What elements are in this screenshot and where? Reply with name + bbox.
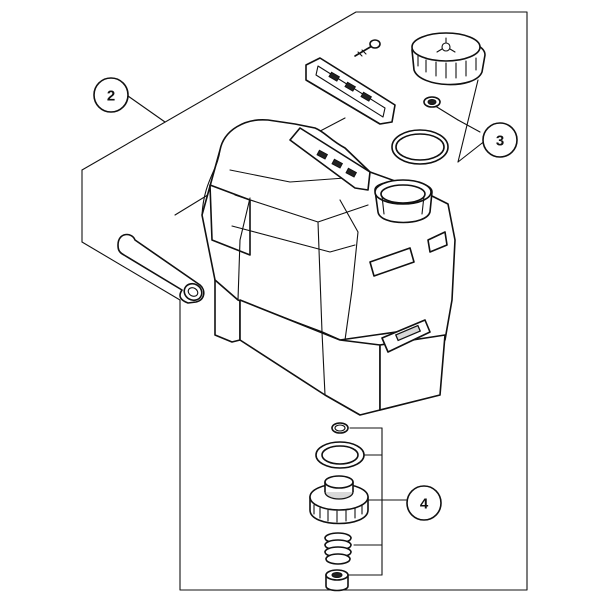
valve-spring <box>324 532 352 565</box>
callout-4: 4 <box>406 485 442 521</box>
callout-3-label: 3 <box>496 133 504 150</box>
cap-washer <box>423 96 441 108</box>
drain-seal-ring <box>315 441 365 469</box>
drain-o-ring <box>331 422 349 434</box>
callout-4-label: 4 <box>420 496 429 513</box>
assembly-frame <box>81 11 528 591</box>
callout-2-label: 2 <box>107 88 115 105</box>
water-tank <box>201 119 456 416</box>
carry-handle <box>305 57 396 125</box>
valve-plug <box>325 569 349 592</box>
hose <box>117 233 205 304</box>
callout-2: 2 <box>93 77 129 113</box>
tank-cap <box>411 32 486 86</box>
callout-3: 3 <box>482 122 518 158</box>
screw <box>354 39 381 57</box>
drain-nut <box>309 475 369 525</box>
cap-o-ring <box>391 129 449 165</box>
